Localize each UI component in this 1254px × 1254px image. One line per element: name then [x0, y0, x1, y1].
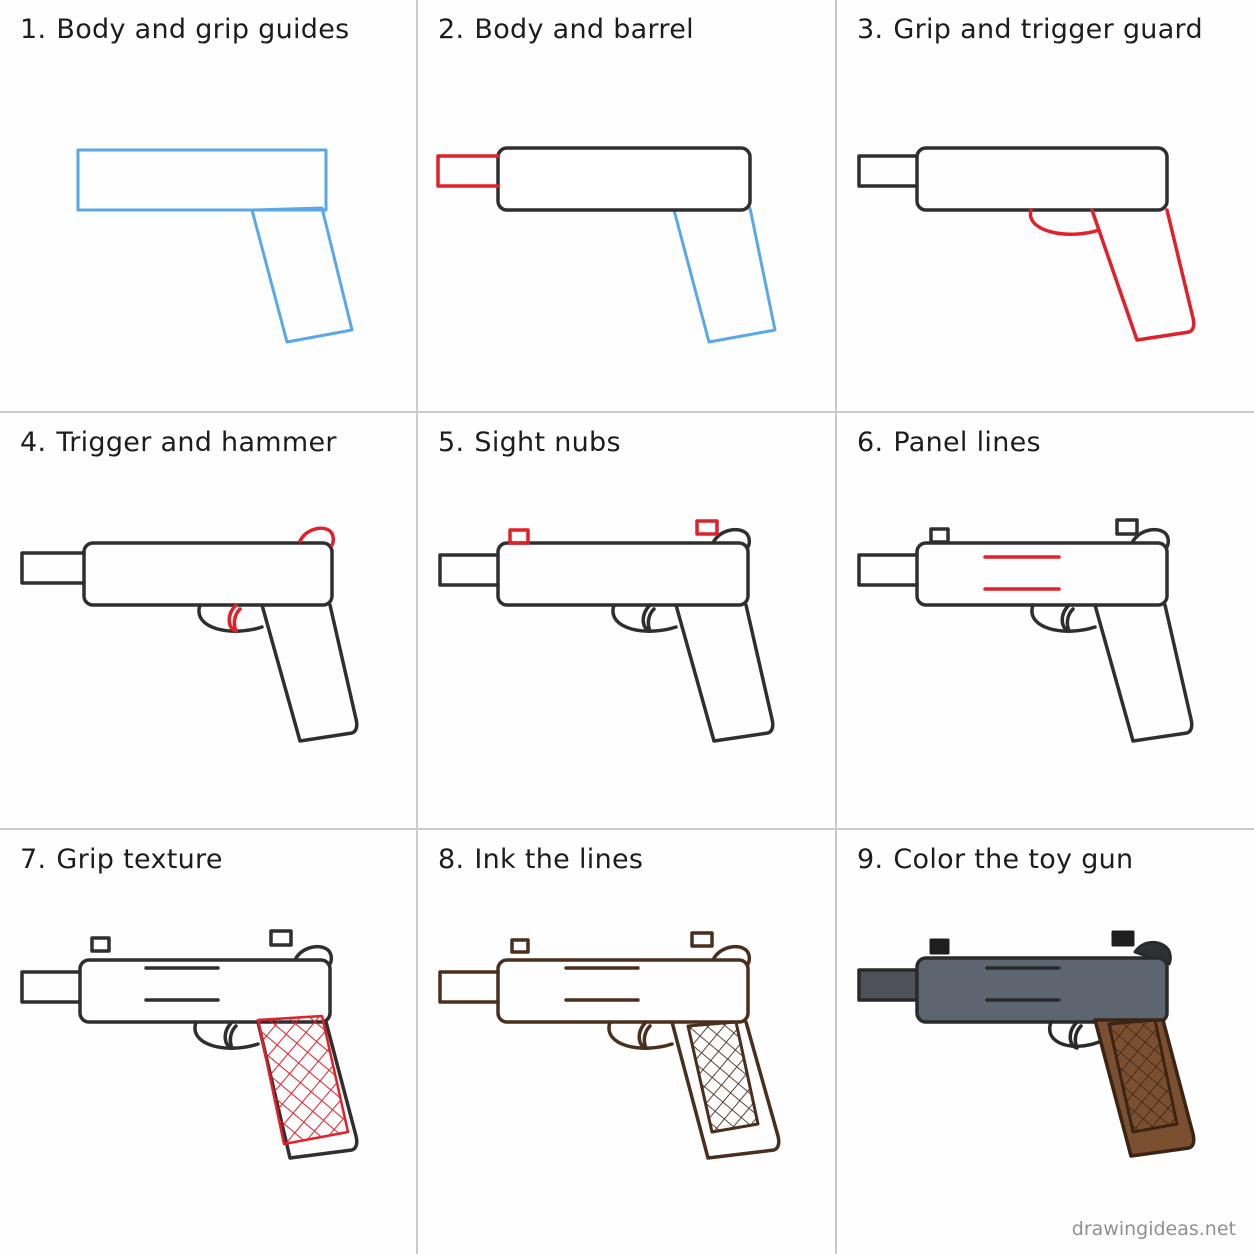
step-number: 6.	[857, 427, 884, 458]
step-6-caption: 6. Panel lines	[857, 427, 1041, 458]
step-2-drawing	[418, 0, 834, 414]
step-panel-8: 8. Ink the lines	[418, 830, 834, 1244]
site-watermark: drawingideas.net	[1071, 1218, 1236, 1240]
horizontal-divider-2	[0, 828, 1254, 830]
step-title: Color the toy gun	[893, 844, 1134, 875]
step-number: 2.	[438, 14, 465, 45]
step-number: 9.	[857, 844, 884, 875]
step-5-drawing	[418, 413, 834, 827]
step-4-caption: 4. Trigger and hammer	[20, 427, 337, 458]
step-number: 5.	[438, 427, 465, 458]
step-number: 8.	[438, 844, 465, 875]
step-7-caption: 7. Grip texture	[20, 844, 223, 875]
step-8-drawing	[418, 830, 834, 1244]
step-9-caption: 9. Color the toy gun	[857, 844, 1133, 875]
step-panel-7: 7. Grip texture	[0, 830, 416, 1244]
step-title: Ink the lines	[474, 844, 644, 875]
step-4-drawing	[0, 413, 416, 827]
step-7-drawing	[0, 830, 416, 1244]
step-title: Grip and trigger guard	[893, 14, 1203, 45]
step-panel-9: 9. Color the toy gun	[837, 830, 1253, 1244]
step-panel-6: 6. Panel lines	[837, 413, 1253, 827]
step-panel-5: 5. Sight nubs	[418, 413, 834, 827]
step-3-caption: 3. Grip and trigger guard	[857, 14, 1203, 45]
vertical-divider-1	[416, 0, 418, 1254]
step-title: Sight nubs	[474, 427, 621, 458]
step-title: Panel lines	[893, 427, 1041, 458]
step-2-caption: 2. Body and barrel	[438, 14, 694, 45]
step-number: 7.	[20, 844, 47, 875]
step-5-caption: 5. Sight nubs	[438, 427, 621, 458]
horizontal-divider-1	[0, 411, 1254, 413]
vertical-divider-2	[835, 0, 837, 1254]
step-panel-1: 1. Body and grip guides	[0, 0, 416, 414]
step-number: 4.	[20, 427, 47, 458]
step-panel-3: 3. Grip and trigger guard	[837, 0, 1253, 414]
step-6-drawing	[837, 413, 1253, 827]
step-number: 3.	[857, 14, 884, 45]
step-title: Trigger and hammer	[56, 427, 337, 458]
step-panel-4: 4. Trigger and hammer	[0, 413, 416, 827]
step-8-caption: 8. Ink the lines	[438, 844, 643, 875]
step-title: Body and grip guides	[56, 14, 350, 45]
step-1-caption: 1. Body and grip guides	[20, 14, 350, 45]
step-1-drawing	[0, 0, 416, 414]
step-9-drawing	[837, 830, 1253, 1244]
step-panel-2: 2. Body and barrel	[418, 0, 834, 414]
step-number: 1.	[20, 14, 47, 45]
step-title: Body and barrel	[474, 14, 694, 45]
step-title: Grip texture	[56, 844, 223, 875]
step-3-drawing	[837, 0, 1253, 414]
